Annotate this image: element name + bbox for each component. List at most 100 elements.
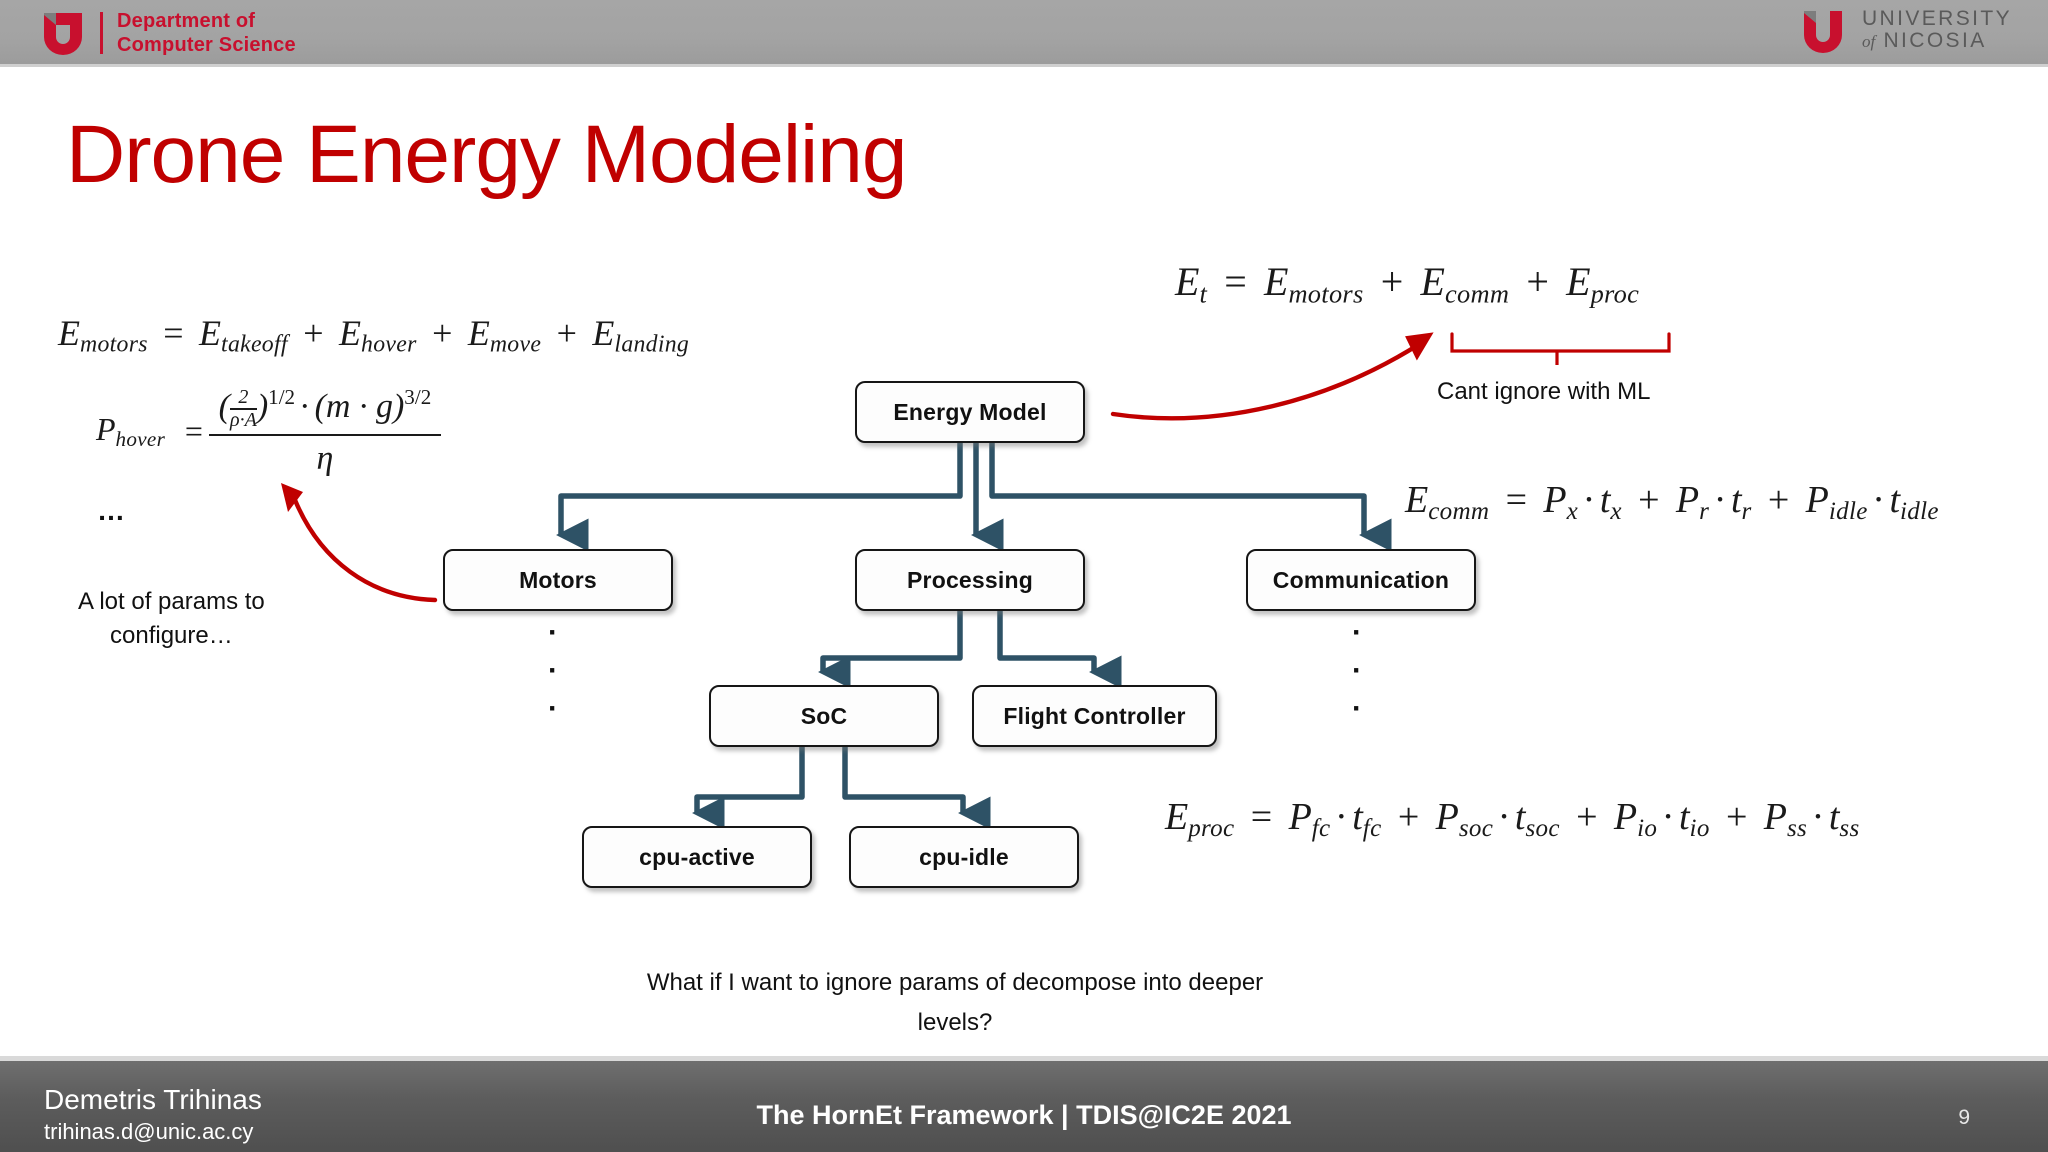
footer-author-email: trihinas.d@unic.ac.cy [44,1119,254,1144]
vertical-dots-motors: ··· [548,616,558,725]
university-nicosia-word: NICOSIA [1883,29,1987,52]
arrow-head-to-ml-note [1405,332,1434,361]
uni-u-mark-icon [40,11,86,55]
equation-motors-energy: Emotors = Etakeoff + Ehover + Emove + El… [58,312,689,359]
equation-total-energy: Et = Emotors + Ecomm + Eproc [1175,258,1639,309]
footer-page-number: 9 [1958,1106,1970,1129]
eq-hover-paren-close: ) [256,388,269,426]
logo-divider [100,12,103,54]
arrow-energy-model-to-ml-note [1110,342,1421,421]
eq-hover-exp-2: 3/2 [404,385,432,409]
annotation-ml-note: Cant ignore with ML [1437,378,1651,405]
eq-equals: = [1505,479,1528,521]
eq-equals: = [1250,796,1273,838]
eq-equals: = [163,313,184,353]
eq-plus: + [432,313,453,353]
eq-proc-term-0: Pfc·tfc [1288,796,1382,843]
arrow-head-to-hover-equation [281,483,303,512]
eq-hover-inner-den: ρ·A [230,409,257,432]
header-underline [0,64,2048,67]
eq-hover-inner-bar [230,408,257,411]
eq-hover-mg: (m · g) [314,388,405,426]
eq-total-term-2: Eproc [1566,259,1640,309]
eq-proc-lhs: Eproc [1165,796,1235,843]
node-communication[interactable]: Communication [1246,549,1476,611]
equation-communication-energy: Ecomm = Px·tx + Pr·tr + Pidle·tidle [1405,478,1939,526]
edge-soc-to-cpu-idle [842,747,991,830]
eq-total-term-1: Ecomm [1420,259,1510,309]
university-logo: UNIVERSITY of NICOSIA [1800,8,2012,53]
university-line-1: UNIVERSITY [1861,7,2012,30]
footer-top-line [0,1056,2048,1061]
eq-proc-term-3: Pss·tss [1763,796,1860,843]
node-soc[interactable]: SoC [709,685,939,747]
header-bar [0,0,2048,64]
eq-hover-lhs: Phover [96,411,166,451]
edge-processing-to-flight-controller [997,611,1122,689]
eq-plus: + [1767,479,1790,521]
eq-comm-term-0: Px·tx [1543,479,1622,526]
eq-hover-fraction-bar [208,434,442,437]
eq-total-lhs: Et [1175,259,1208,309]
eq-plus: + [556,313,577,353]
edge-processing-to-soc [818,611,963,689]
node-flight-controller[interactable]: Flight Controller [972,685,1217,747]
eq-motors-term-3: Elanding [592,313,690,358]
node-cpu-idle[interactable]: cpu-idle [849,826,1079,888]
department-line-2: Computer Science [117,34,296,56]
node-processing[interactable]: Processing [855,549,1085,611]
eq-motors-term-2: Emove [467,313,542,358]
footer-bar [0,1061,2048,1152]
annotation-params-line-1: A lot of params to [78,588,265,615]
eq-comm-term-2: Pidle·tidle [1805,479,1939,526]
eq-motors-lhs: Emotors [58,313,148,358]
eq-hover-exp-1: 1/2 [268,385,296,409]
brace-under-total-equation [1450,332,1671,365]
eq-equals: = [184,413,203,450]
equation-processing-energy: Eproc = Pfc·tfc + Psoc·tsoc + Pio·tio + … [1165,795,1860,843]
annotation-ellipsis: … [97,495,127,526]
arrow-params-to-hover-equation [292,497,438,603]
eq-plus: + [1725,796,1748,838]
eq-motors-term-1: Ehover [339,313,417,358]
eq-comm-lhs: Ecomm [1405,479,1490,526]
eq-hover-inner-num: 2 [238,386,249,409]
eq-plus: + [1638,479,1660,521]
eq-hover-cdot: · [299,388,311,426]
edge-energy-model-to-communication [989,443,1392,552]
edge-energy-model-to-motors [556,443,963,552]
eq-comm-term-1: Pr·tr [1675,479,1752,526]
eq-plus: + [1380,259,1404,304]
university-line-2: of NICOSIA [1862,30,2012,53]
eq-proc-term-2: Pio·tio [1613,796,1710,843]
department-line-1: Department of [117,10,256,32]
node-motors[interactable]: Motors [443,549,673,611]
eq-total-term-0: Emotors [1264,259,1364,309]
eq-motors-term-0: Etakeoff [199,313,288,358]
university-of-word: of [1861,32,1876,51]
page-title: Drone Energy Modeling [66,109,907,200]
eq-plus: + [303,313,324,353]
footer-author-name: Demetris Trihinas [44,1084,262,1115]
eq-proc-term-1: Psoc·tsoc [1435,796,1560,843]
vertical-dots-communication: ··· [1352,616,1362,725]
annotation-params: A lot of params to configure… [78,585,265,653]
eq-plus: + [1526,259,1549,304]
eq-plus: + [1397,796,1420,838]
annotation-bottom-question: What if I want to ignore params of decom… [646,969,1264,1036]
footer-venue-title: The HornEt Framework | TDIS@IC2E 2021 [756,1100,1292,1130]
eq-hover-paren-open: ( [218,388,230,426]
node-energy-model[interactable]: Energy Model [855,381,1085,443]
edge-soc-to-cpu-active [692,747,805,830]
department-title: Department of Computer Science [117,9,296,57]
annotation-params-line-2: configure… [110,622,233,649]
eq-equals: = [1224,259,1247,304]
department-logo: Department of Computer Science [40,9,296,57]
node-cpu-active[interactable]: cpu-active [582,826,812,888]
uni-u-mark-icon [1800,9,1846,53]
